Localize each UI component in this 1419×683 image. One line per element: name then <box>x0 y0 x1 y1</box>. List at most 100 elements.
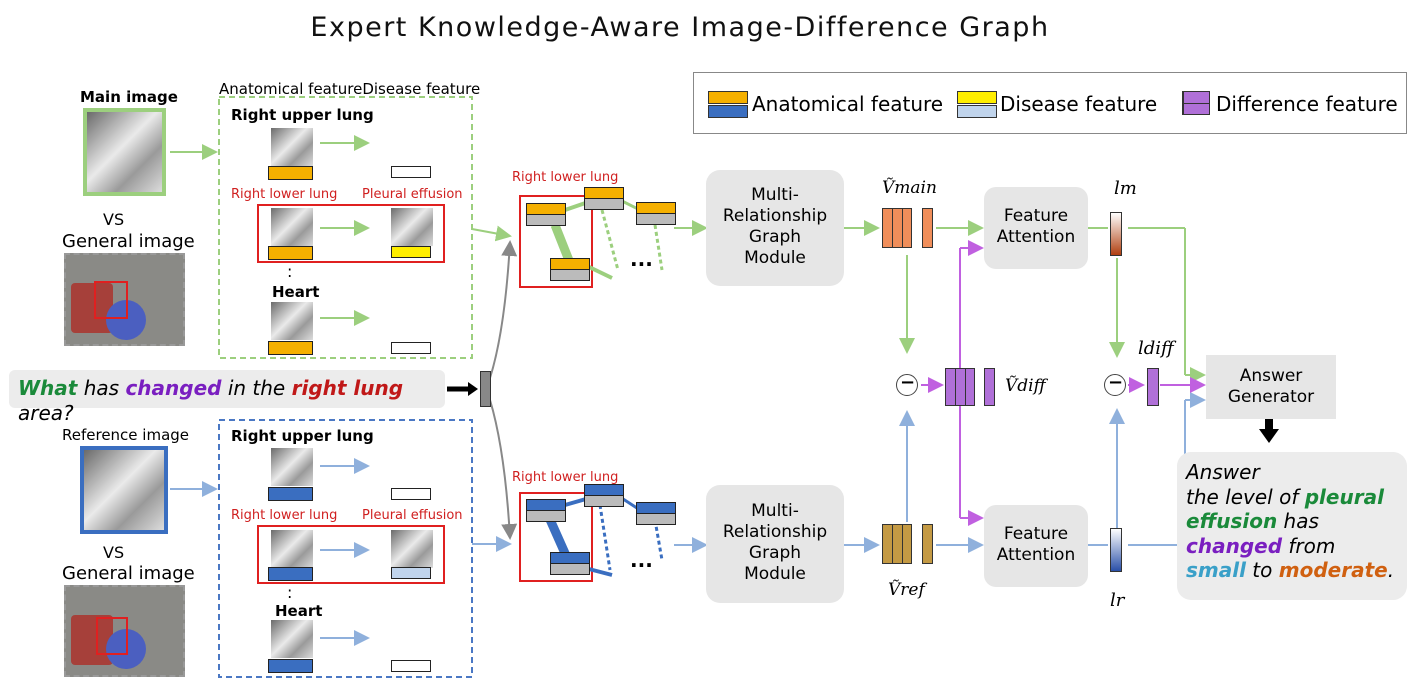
red-cup-bottom <box>71 615 113 665</box>
question-line-2: area? <box>18 401 74 425</box>
v-ref-symbol: Ṽref <box>888 580 925 600</box>
legend-disease-swatch-b <box>957 105 997 118</box>
graph-node-4b-bottom <box>550 563 590 575</box>
legend-difference-label: Difference feature <box>1216 92 1398 116</box>
graph-node-4b-top <box>550 269 590 281</box>
answer-level: the level of <box>1186 484 1305 509</box>
minus-op-right-symbol: − <box>1108 372 1124 393</box>
v-ref-vector <box>882 524 912 564</box>
answer-box <box>1177 452 1407 600</box>
question-right-lung: right lung <box>291 376 404 400</box>
mrgm-top: Multi- Relationship Graph Module <box>706 170 844 286</box>
question-embedding <box>480 371 491 407</box>
xray-crop-lower-top <box>271 208 313 246</box>
xray-crop-heart-bottom <box>271 620 313 658</box>
l-r-vector <box>1110 528 1122 572</box>
crop-box-bottom <box>96 617 128 655</box>
legend-anatomical-swatch-b <box>708 105 748 118</box>
anat-feature-upper-top <box>268 166 313 180</box>
xray-crop-disease-bottom <box>391 530 433 568</box>
reference-image-label: Reference image <box>62 426 190 444</box>
mrgm-top-line-3: Graph <box>748 227 802 247</box>
xray-crop-upper-top <box>271 128 313 166</box>
minus-op-left-symbol: − <box>900 372 916 393</box>
l-r-symbol: lr <box>1110 590 1125 611</box>
answer-to: to <box>1245 558 1279 582</box>
answer-period: . <box>1387 558 1395 582</box>
disease-feature-upper-bottom <box>391 488 431 500</box>
disease-feature-lower-top <box>391 246 431 258</box>
question-in-the: in the <box>221 376 292 400</box>
minus-op-right <box>1104 374 1126 396</box>
region-heart-top: Heart <box>272 283 320 301</box>
l-m-vector <box>1110 212 1122 256</box>
mrgm-bottom: Multi- Relationship Graph Module <box>706 485 844 603</box>
graph-node-1b-top <box>526 214 566 226</box>
graph-node-3b-top <box>636 213 676 225</box>
mrgm-top-line-1: Multi- <box>751 185 799 205</box>
answer-changed: changed <box>1186 533 1283 558</box>
legend <box>693 72 1407 134</box>
legend-anatomical-label: Anatomical feature <box>752 92 944 116</box>
question-line-1: What has changed in the right lung <box>18 376 403 400</box>
l-m-symbol: lm <box>1114 178 1137 199</box>
general-image-label-bottom: General image <box>62 563 195 584</box>
legend-anatomical-swatch <box>708 91 748 104</box>
disease-feature-lower-bottom <box>391 567 431 579</box>
graph-node-2b-top <box>584 198 624 210</box>
v-main-symbol: Ṽmain <box>882 178 937 198</box>
question-changed: changed <box>125 376 222 400</box>
region-upper-top: Right upper lung <box>231 106 374 124</box>
xray-crop-disease-top <box>391 208 433 246</box>
v-diff-vector-tail <box>984 368 995 406</box>
legend-disease-swatch <box>957 91 997 104</box>
answer-line-2: the level of pleural <box>1186 485 1410 510</box>
region-lower-bottom: Right lower lung <box>231 508 338 523</box>
general-image-bottom <box>64 585 185 677</box>
graph-label-bottom: Right lower lung <box>512 470 619 485</box>
minus-op-left <box>896 374 918 396</box>
question-what: What <box>18 376 78 400</box>
diagram-title: Expert Knowledge-Aware Image-Difference … <box>310 12 1050 43</box>
disease-feature-upper-top <box>391 166 431 178</box>
answer-line-5: small to moderate. <box>1186 558 1410 583</box>
v-diff-symbol: Ṽdiff <box>1005 376 1046 396</box>
feature-attention-bottom: Feature Attention <box>984 505 1088 587</box>
answer-line-4: changed from <box>1186 534 1410 559</box>
disease-feature-heart-top <box>391 342 431 354</box>
answer-line-1: Answer <box>1186 460 1410 485</box>
graph-node-2b-bottom <box>584 495 624 507</box>
fa-top-line-1: Feature <box>1003 206 1069 226</box>
mrgm-bottom-line-3: Graph <box>748 543 802 563</box>
ellipsis-bottom: : <box>287 583 293 602</box>
v-ref-vector-tail <box>922 524 933 564</box>
l-diff-vector <box>1147 368 1159 406</box>
disease-label-bottom: Pleural effusion <box>362 508 463 523</box>
region-lower-top: Right lower lung <box>231 187 338 202</box>
fa-bottom-line-2: Attention <box>996 545 1076 565</box>
answer-moderate: moderate <box>1278 558 1388 582</box>
anat-feature-heart-bottom <box>268 659 313 673</box>
region-upper-bottom: Right upper lung <box>231 427 374 445</box>
general-image-top <box>64 253 185 346</box>
column-header-top: Anatomical featureDisease feature <box>219 80 481 98</box>
vs-bottom: VS <box>103 543 125 562</box>
question-has: has <box>77 376 126 400</box>
ag-line-1: Answer <box>1239 366 1303 386</box>
anat-feature-lower-bottom <box>268 567 313 581</box>
answer-word-answer: Answer <box>1186 460 1260 484</box>
xray-crop-lower-bottom <box>271 530 313 568</box>
general-image-label-top: General image <box>62 231 195 252</box>
disease-label-top: Pleural effusion <box>362 187 463 202</box>
v-main-vector <box>882 208 912 248</box>
fa-top-line-2: Attention <box>996 227 1076 247</box>
answer-small: small <box>1186 558 1246 582</box>
disease-feature-heart-bottom <box>391 660 431 672</box>
answer-pleural: pleural <box>1304 484 1384 509</box>
fa-bottom-line-1: Feature <box>1003 524 1069 544</box>
legend-disease-label: Disease feature <box>1000 92 1158 116</box>
graph-node-3b-bottom <box>636 513 676 525</box>
main-image-label: Main image <box>80 88 178 106</box>
l-diff-symbol: ldiff <box>1138 338 1174 359</box>
reference-image <box>80 446 168 534</box>
